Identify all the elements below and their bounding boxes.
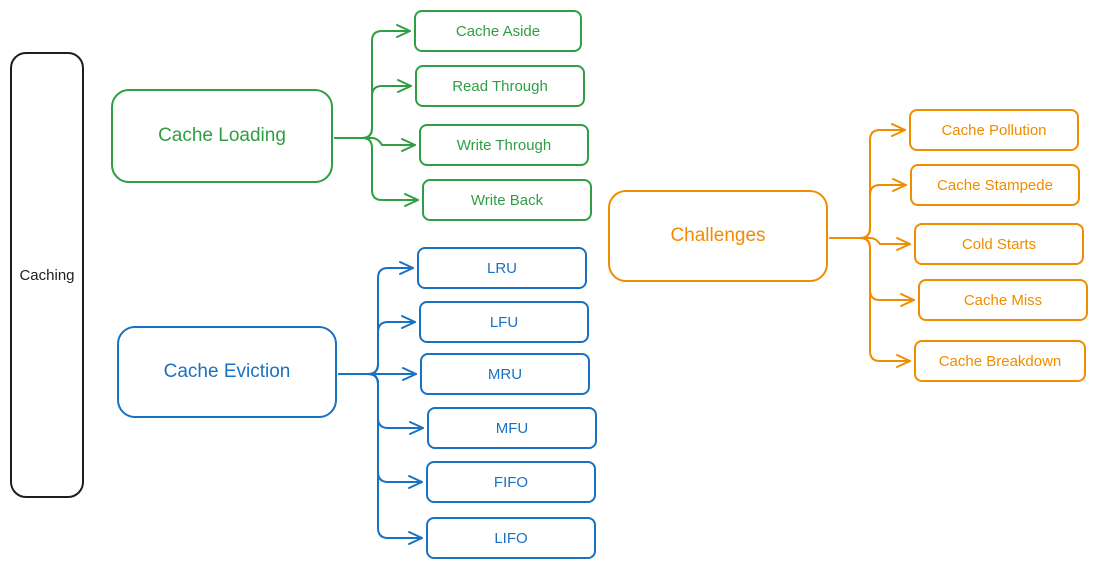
leaf-node-lfu: LFU xyxy=(419,301,589,343)
leaf-node-lru-label: LRU xyxy=(486,259,517,277)
leaf-node-write-back-label: Write Back xyxy=(470,191,544,209)
leaf-node-cache-stampede: Cache Stampede xyxy=(910,164,1080,206)
arrowhead-read-through xyxy=(397,79,412,93)
connector-lifo xyxy=(338,373,423,539)
leaf-node-lifo-label: LIFO xyxy=(494,529,528,547)
arrowhead-mfu xyxy=(409,421,424,435)
arrowhead-lfu xyxy=(401,315,416,329)
connector-mfu xyxy=(338,373,424,429)
connector-write-back xyxy=(334,137,419,201)
leaf-node-cold-starts: Cold Starts xyxy=(914,223,1084,265)
leaf-node-read-through-label: Read Through xyxy=(452,77,548,95)
arrowhead-lru xyxy=(399,261,414,275)
group-node-challenges: Challenges xyxy=(608,190,828,282)
leaf-node-read-through: Read Through xyxy=(415,65,585,107)
leaf-node-lifo: LIFO xyxy=(426,517,596,559)
arrowhead-cache-stampede xyxy=(892,178,907,192)
leaf-node-cache-breakdown-label: Cache Breakdown xyxy=(938,352,1062,370)
group-node-cache-loading-label: Cache Loading xyxy=(158,125,286,146)
connector-cache-breakdown xyxy=(829,237,911,362)
connector-cold-starts xyxy=(829,237,911,245)
arrowhead-cache-aside xyxy=(396,24,411,38)
leaf-node-lru: LRU xyxy=(417,247,587,289)
arrowhead-cache-pollution xyxy=(891,123,906,137)
arrowhead-cache-breakdown xyxy=(896,354,911,368)
leaf-node-cache-miss-label: Cache Miss xyxy=(963,291,1043,309)
group-node-challenges-label: Challenges xyxy=(670,225,766,246)
arrowhead-lifo xyxy=(408,531,423,545)
connector-read-through xyxy=(334,85,412,139)
leaf-node-cache-aside: Cache Aside xyxy=(414,10,582,52)
leaf-node-mru: MRU xyxy=(420,353,590,395)
root-node-caching: Caching xyxy=(10,52,84,498)
leaf-node-cold-starts-label: Cold Starts xyxy=(961,235,1037,253)
leaf-node-cache-pollution-label: Cache Pollution xyxy=(941,121,1047,139)
arrowhead-fifo xyxy=(408,475,423,489)
leaf-node-cache-breakdown: Cache Breakdown xyxy=(914,340,1086,382)
leaf-node-lfu-label: LFU xyxy=(489,313,519,331)
leaf-node-mfu-label: MFU xyxy=(495,419,529,437)
leaf-node-fifo: FIFO xyxy=(426,461,596,503)
leaf-node-cache-miss: Cache Miss xyxy=(918,279,1088,321)
group-node-cache-eviction: Cache Eviction xyxy=(117,326,337,418)
arrowhead-mru xyxy=(402,367,417,381)
connector-cache-stampede xyxy=(829,184,907,239)
leaf-node-cache-stampede-label: Cache Stampede xyxy=(937,176,1053,194)
group-node-cache-eviction-label: Cache Eviction xyxy=(163,361,291,382)
leaf-node-mru-label: MRU xyxy=(487,365,523,383)
arrowhead-cold-starts xyxy=(896,237,911,251)
leaf-node-fifo-label: FIFO xyxy=(493,473,529,491)
group-node-cache-loading: Cache Loading xyxy=(111,89,333,183)
leaf-node-write-through-label: Write Through xyxy=(456,136,552,154)
leaf-node-write-back: Write Back xyxy=(422,179,592,221)
leaf-node-cache-aside-label: Cache Aside xyxy=(455,22,541,40)
leaf-node-write-through: Write Through xyxy=(419,124,589,166)
connector-write-through xyxy=(334,137,416,146)
arrowhead-write-through xyxy=(401,138,416,152)
arrowhead-write-back xyxy=(404,193,419,207)
leaf-node-mfu: MFU xyxy=(427,407,597,449)
leaf-node-cache-pollution: Cache Pollution xyxy=(909,109,1079,151)
root-label: Caching xyxy=(19,266,75,284)
arrowhead-cache-miss xyxy=(900,293,915,307)
